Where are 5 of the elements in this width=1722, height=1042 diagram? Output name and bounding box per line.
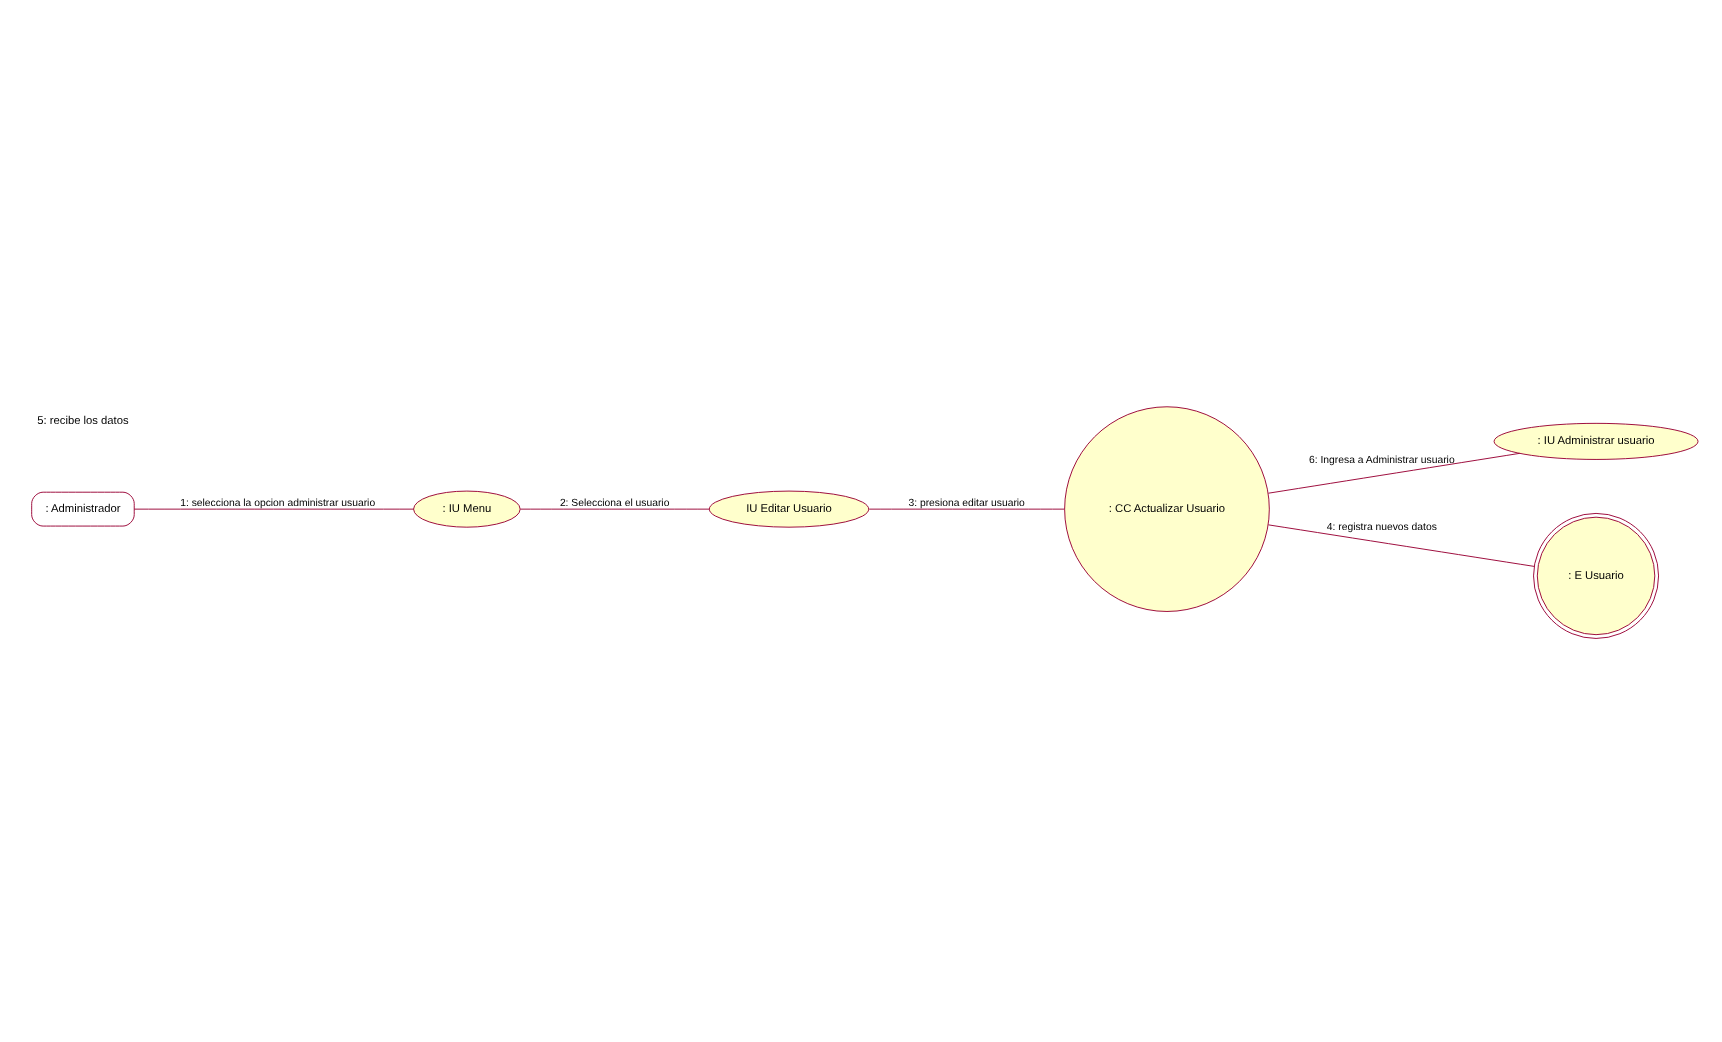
connector bbox=[519, 508, 710, 510]
connector bbox=[868, 508, 1065, 510]
connector bbox=[1267, 524, 1535, 567]
connector bbox=[133, 508, 415, 510]
connector bbox=[1267, 452, 1521, 494]
